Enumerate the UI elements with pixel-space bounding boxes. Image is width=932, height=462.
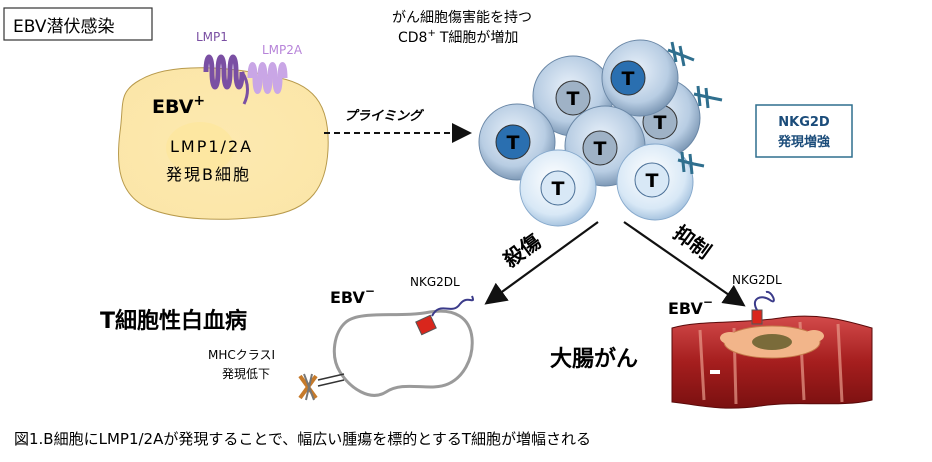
- svg-text:T: T: [622, 68, 635, 90]
- leukemia-cell: [332, 309, 474, 397]
- kill-arrow: [484, 221, 599, 305]
- mhc-crossed-icon: [298, 373, 345, 401]
- nkg2d-receptor-icon: [667, 41, 723, 175]
- t-caption-line2: CD8+T細胞が増加: [398, 28, 518, 46]
- figure-caption: 図1.B細胞にLMP1/2Aが発現することで、幅広い腫瘍を標的とするT細胞が増幅…: [14, 430, 591, 448]
- priming-label: プライミング: [344, 108, 425, 124]
- b-cell-ebv: EBV+: [152, 93, 205, 118]
- left-ebv: EBV−: [330, 284, 375, 307]
- lmp1-receptor-icon: [203, 54, 249, 105]
- right-ligand-icon: [751, 290, 775, 325]
- nkg2d-box: NKG2D 発現増強: [755, 104, 853, 158]
- title-text: EBV潜伏感染: [13, 17, 115, 37]
- svg-text:T: T: [567, 88, 580, 110]
- nkg2d-line1: NKG2D: [778, 115, 830, 130]
- left-ligand-icon: [415, 295, 474, 336]
- t-cell: T: [601, 39, 679, 117]
- right-disease: 大腸がん: [550, 346, 638, 372]
- right-ebv: EBV−: [668, 295, 713, 318]
- title-box: EBV潜伏感染: [3, 7, 153, 41]
- svg-text:T: T: [507, 132, 520, 154]
- lmp1-label: LMP1: [196, 30, 228, 44]
- t-caption-line1: がん細胞傷害能を持つ: [392, 10, 532, 26]
- t-cell: T: [519, 149, 597, 227]
- svg-text:T: T: [646, 170, 659, 192]
- svg-text:T: T: [654, 112, 667, 134]
- left-disease: T細胞性白血病: [100, 308, 247, 334]
- svg-text:T: T: [552, 178, 565, 200]
- right-ligand-label: NKG2DL: [732, 273, 782, 287]
- b-cell-line1: LMP1/2A: [170, 137, 253, 156]
- nkg2d-line2: 発現増強: [777, 134, 830, 150]
- t-cell-cluster: T T T T T T T: [478, 39, 701, 227]
- t-cell: T: [616, 143, 694, 221]
- b-cell: EBV+ LMP1/2A 発現B細胞: [117, 67, 329, 220]
- mhc-line2: 発現低下: [222, 367, 270, 381]
- suppress-arrow: [623, 221, 746, 307]
- mhc-line1: MHCクラスI: [208, 348, 275, 362]
- b-cell-line2: 発現B細胞: [166, 165, 251, 184]
- lmp2a-label: LMP2A: [262, 43, 303, 57]
- left-ligand-label: NKG2DL: [410, 275, 460, 289]
- lmp2a-receptor-icon: [247, 62, 288, 94]
- svg-text:T: T: [594, 138, 607, 160]
- colon-tissue: [671, 315, 873, 409]
